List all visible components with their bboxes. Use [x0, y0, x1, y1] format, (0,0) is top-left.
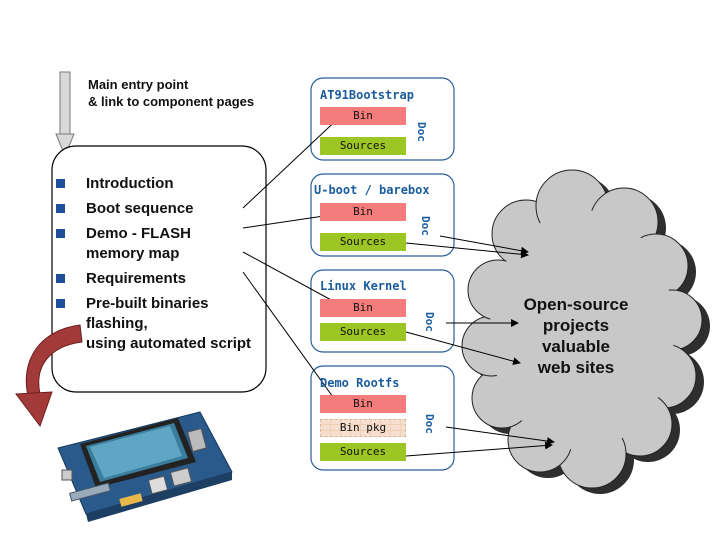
list-item-label: Demo - FLASH memory map	[86, 225, 191, 262]
entry-line-2: & link to component pages	[88, 94, 255, 109]
component-title[interactable]: Demo Rootfs	[320, 376, 400, 390]
bin-tag[interactable]: Bin	[320, 395, 406, 413]
component-title[interactable]: U-boot / barebox	[314, 183, 430, 197]
entry-line-1: Main entry point	[88, 77, 189, 92]
bullet-icon	[56, 204, 65, 213]
cloud-fill	[490, 210, 674, 450]
doc-label[interactable]: Doc	[423, 312, 436, 332]
list-item-label: Boot sequence	[86, 200, 194, 217]
main-page-box	[51, 145, 267, 393]
cloud-label: Open-source projects valuable web sites	[523, 295, 629, 377]
main-topic-list: Introduction Boot sequence Demo - FLASH …	[56, 174, 251, 359]
doc-label[interactable]: Doc	[419, 216, 432, 236]
list-item-flash-map[interactable]: Demo - FLASH memory map	[56, 224, 251, 264]
doc-label[interactable]: Doc	[415, 122, 428, 142]
bullet-icon	[56, 179, 65, 188]
bullet-icon	[56, 299, 65, 308]
component-title[interactable]: Linux Kernel	[320, 279, 407, 293]
dev-board-image	[57, 411, 233, 522]
list-item-requirements[interactable]: Requirements	[56, 269, 251, 289]
curved-arrow-icon	[15, 324, 83, 428]
sources-tag[interactable]: Sources	[320, 323, 406, 341]
entry-note: Main entry point & link to component pag…	[88, 76, 254, 110]
sources-tag[interactable]: Sources	[320, 233, 406, 251]
list-item-label: Introduction	[86, 175, 174, 192]
bin-tag[interactable]: Bin	[320, 107, 406, 125]
list-item-label: Requirements	[86, 270, 187, 287]
bin-tag[interactable]: Bin	[320, 203, 406, 221]
bullet-icon	[56, 229, 65, 238]
list-item-flashing[interactable]: Pre-built binaries flashing, using autom…	[56, 294, 251, 354]
list-item-introduction[interactable]: Introduction	[56, 174, 251, 194]
component-title[interactable]: AT91Bootstrap	[320, 88, 414, 102]
bin-tag[interactable]: Bin	[320, 299, 406, 317]
bullet-icon	[56, 274, 65, 283]
sources-tag[interactable]: Sources	[320, 137, 406, 155]
sources-tag[interactable]: Sources	[320, 443, 406, 461]
list-item-boot-sequence[interactable]: Boot sequence	[56, 199, 251, 219]
down-arrow-icon	[55, 71, 75, 158]
list-item-label: Pre-built binaries flashing, using autom…	[86, 295, 252, 352]
cloud-arrows	[405, 235, 555, 457]
doc-label[interactable]: Doc	[423, 414, 436, 434]
bin-pkg-tag[interactable]: Bin pkg	[320, 419, 406, 437]
